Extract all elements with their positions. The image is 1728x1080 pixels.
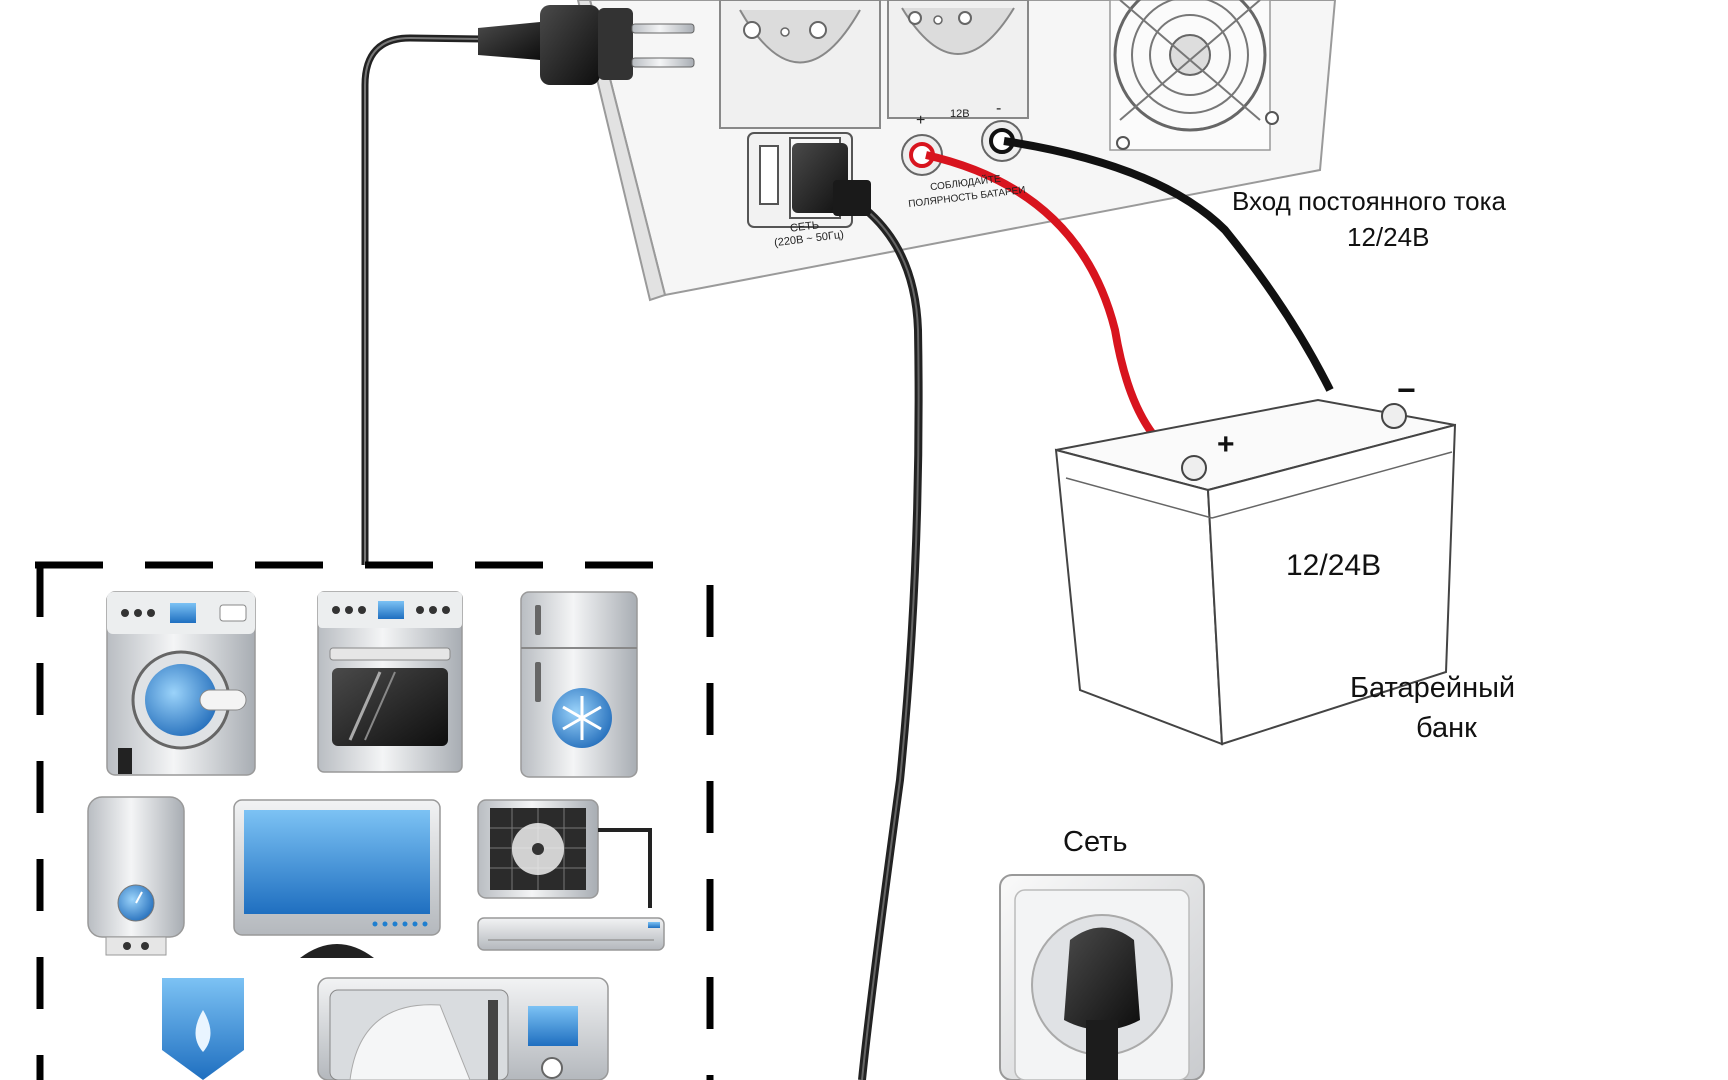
dc-input-label: Вход постоянного тока bbox=[1232, 186, 1506, 216]
appliance-group bbox=[35, 561, 714, 1080]
battery-bank bbox=[1054, 398, 1457, 746]
monitor-icon bbox=[233, 799, 441, 958]
ac-output-socket-1 bbox=[719, 0, 881, 129]
inverter-voltage-mark: 12В bbox=[950, 108, 970, 120]
battery-bank-caption-line1: Батарейный bbox=[1350, 672, 1516, 704]
water-cooler-icon bbox=[162, 978, 244, 1080]
battery-plus-sign: + bbox=[1217, 428, 1235, 461]
battery-bank-caption-line2: банк bbox=[1416, 712, 1477, 744]
wall-outlet-label: Сеть bbox=[1063, 826, 1128, 858]
inverter-rear-panel bbox=[576, 0, 1337, 302]
air-conditioner-icon bbox=[477, 799, 665, 951]
battery-positive-terminal bbox=[1181, 455, 1207, 481]
battery-voltage-label: 12/24В bbox=[1286, 549, 1382, 582]
water-heater-icon bbox=[87, 796, 185, 956]
washing-machine-icon bbox=[106, 591, 256, 776]
inverter-minus-sign: - bbox=[996, 100, 1002, 117]
wall-outlet-icon bbox=[999, 874, 1205, 1080]
appliance-plug-icon bbox=[478, 5, 695, 85]
dc-input-voltage: 12/24В bbox=[1347, 222, 1430, 252]
cables bbox=[361, 34, 1334, 1080]
inverter-plus-sign: + bbox=[916, 112, 926, 129]
mains-plug-icon bbox=[792, 143, 871, 216]
oven-icon bbox=[317, 591, 463, 773]
battery-minus-sign: − bbox=[1397, 372, 1416, 408]
cooling-fan-icon bbox=[1109, 0, 1279, 151]
ac-output-socket-2 bbox=[887, 0, 1029, 119]
battery-negative-terminal bbox=[1381, 403, 1407, 429]
negative-cable bbox=[1003, 137, 1334, 392]
negative-dc-terminal bbox=[981, 120, 1023, 162]
refrigerator-icon bbox=[520, 591, 638, 778]
microwave-icon bbox=[317, 977, 609, 1080]
positive-cable bbox=[925, 151, 1173, 456]
